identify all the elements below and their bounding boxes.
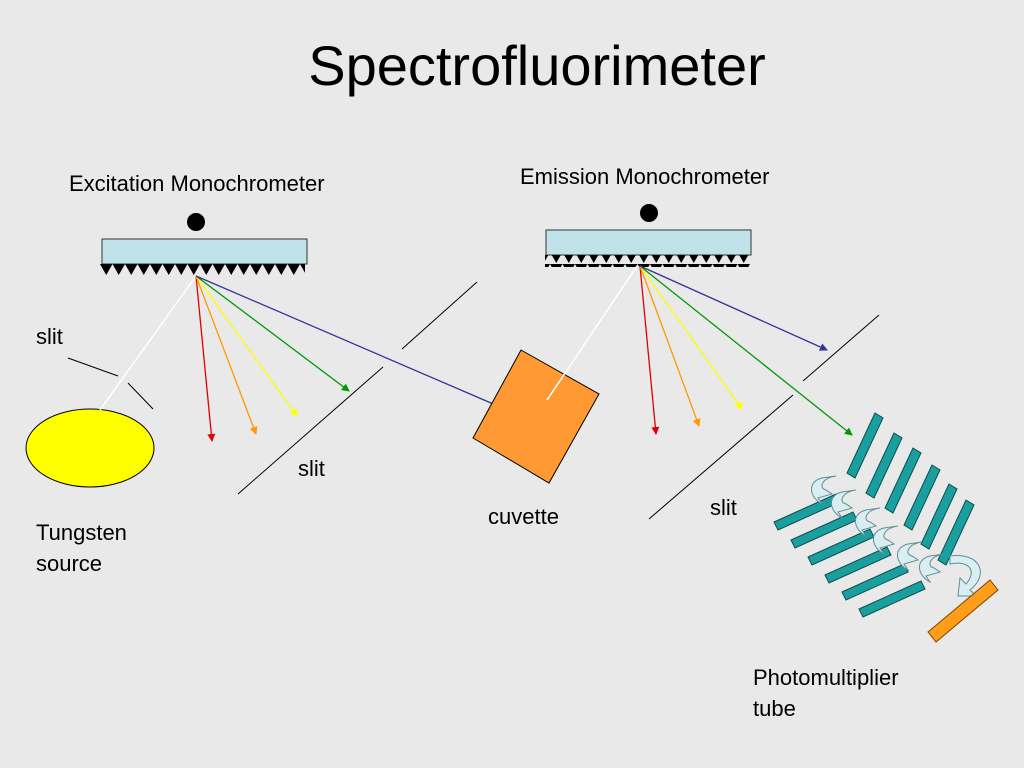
excitation-monochrometer-label: Excitation Monochrometer (69, 171, 325, 196)
emission-ray-yellow (639, 265, 743, 410)
source-beam (99, 275, 197, 411)
emission-ray-red (639, 265, 660, 435)
excitation-pivot-dot (187, 213, 205, 231)
excitation-ray-orange (195, 275, 258, 435)
source-slit (67, 357, 154, 410)
cuvette (472, 349, 600, 484)
tungsten-source (25, 408, 155, 488)
excitation-slit (237, 281, 478, 495)
excitation-ray-red (195, 275, 216, 442)
excitation-grating-teeth (100, 264, 305, 276)
cuvette-label: cuvette (488, 504, 559, 529)
photomultiplier-label-line1: Photomultiplier (753, 665, 899, 690)
pmt-upper-dynodes (846, 412, 975, 566)
emission-grating-teeth (545, 255, 750, 267)
pmt-electron-arrows (811, 475, 981, 597)
tungsten-source-label-line2: source (36, 551, 103, 576)
emission-rays (639, 265, 853, 436)
emission-ray-orange (639, 265, 701, 427)
emission-slit (648, 314, 880, 520)
emission-beam (546, 265, 638, 401)
excitation-slit-label: slit (298, 456, 325, 481)
emission-ray-green (639, 265, 853, 436)
emission-monochrometer-label: Emission Monochrometer (520, 164, 770, 189)
pmt-lower-dynodes (773, 493, 926, 618)
photomultiplier-label-line2: tube (753, 696, 796, 721)
tungsten-source-label-line1: Tungsten (36, 520, 127, 545)
page-title: Spectrofluorimeter (308, 34, 766, 97)
photomultiplier-tube (773, 412, 999, 643)
excitation-ray-yellow (195, 275, 298, 417)
emission-pivot-dot (640, 204, 658, 222)
pmt-anode (927, 579, 999, 643)
source-slit-label: slit (36, 324, 63, 349)
excitation-ray-green (195, 275, 350, 392)
excitation-monochrometer (100, 213, 308, 276)
emission-grating (545, 229, 752, 256)
emission-ray-blue (639, 265, 828, 351)
excitation-grating (101, 238, 308, 265)
emission-monochrometer (545, 204, 752, 267)
emission-slit-label: slit (710, 495, 737, 520)
